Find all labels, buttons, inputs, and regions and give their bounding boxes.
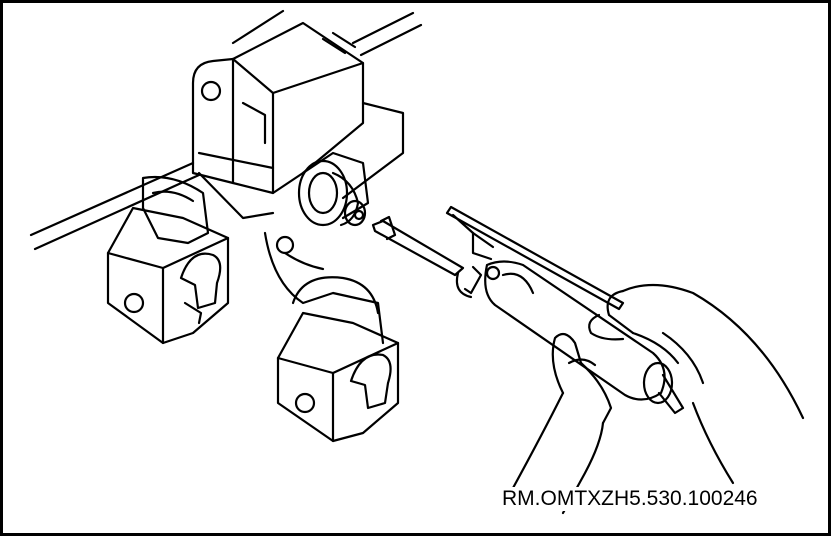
grease-gun xyxy=(371,205,685,415)
left-clamp-block xyxy=(106,175,230,345)
lubrication-fitting xyxy=(297,159,367,227)
left-hand xyxy=(511,332,613,515)
frame-beam xyxy=(29,9,423,251)
figure-reference-code: RM.OMTXZH5.530.100246 xyxy=(500,487,760,511)
right-hand xyxy=(588,283,805,485)
pivot-bracket xyxy=(191,21,405,220)
right-clamp-block xyxy=(263,231,400,443)
grease-fitting-illustration xyxy=(29,9,805,515)
